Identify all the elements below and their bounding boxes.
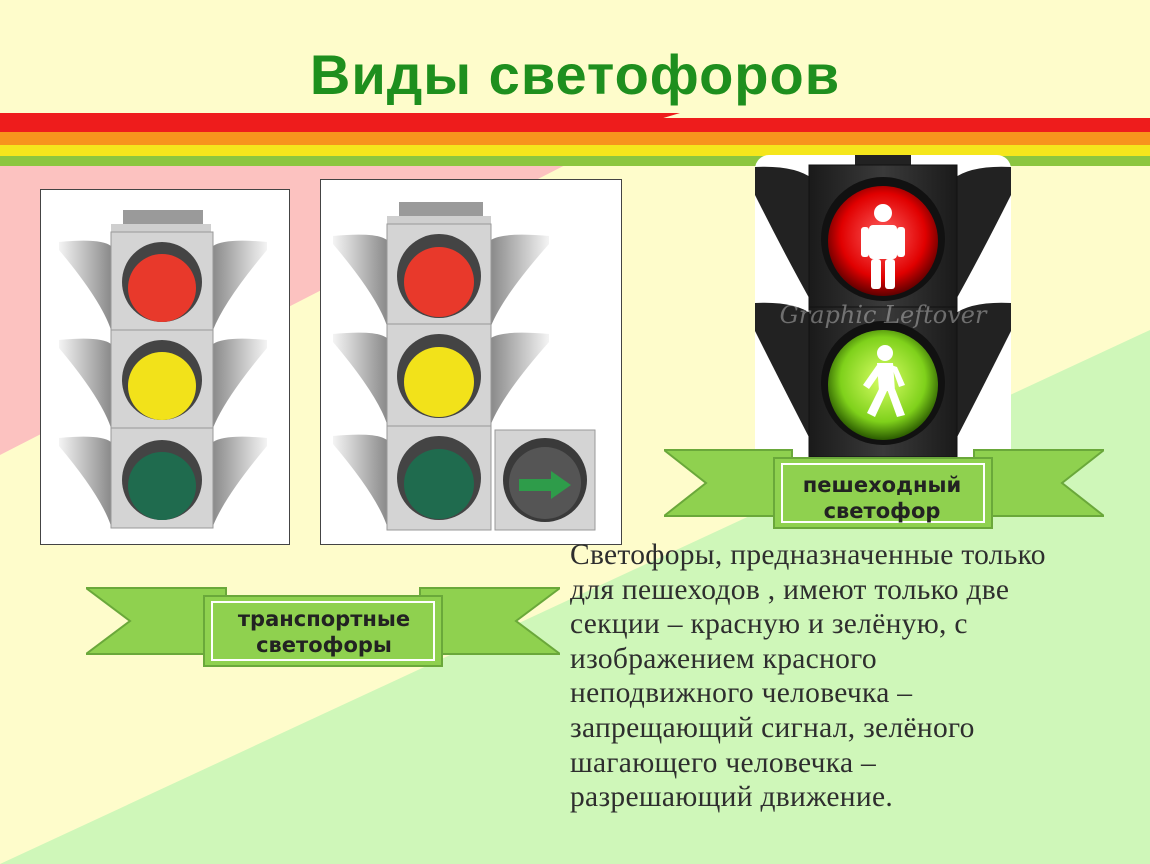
description-text: Светофоры, предназначенные только для пе… (570, 538, 1140, 815)
slide-title: Виды светофоров (309, 43, 841, 106)
transport-light-panel-1 (40, 189, 290, 545)
description-line: разрешающий движение. (570, 781, 894, 814)
pedestrian-light-picture: Graphic Leftover (755, 155, 1011, 470)
traffic-light-three-section-icon (59, 210, 267, 529)
transport-ribbon (86, 587, 560, 667)
pedestrian-ribbon (664, 449, 1104, 529)
standing-man-icon (861, 204, 905, 289)
description-line: шагающего человечка – (570, 746, 877, 779)
pedestrian-label: пешеходный светофор (802, 473, 962, 523)
pedestrian-traffic-light-icon: Graphic Leftover (755, 155, 1011, 465)
green-right-arrow-icon (519, 471, 571, 499)
description-line: Светофоры, предназначенные только (570, 539, 1046, 571)
description-line: для пешеходов , имеют только две (570, 573, 1010, 606)
description-line: секции – красную и зелёную, с (570, 608, 968, 641)
transport-label: транспортные светофоры (237, 607, 411, 657)
transport-light-panel-2 (320, 179, 622, 545)
description-line: изображением красного (570, 642, 877, 675)
walking-man-icon (863, 345, 905, 417)
description-line: запрещающий сигнал, зелёного (570, 711, 975, 744)
description-line: неподвижного человечка – (570, 677, 913, 710)
traffic-light-with-arrow-section-icon (333, 202, 596, 531)
watermark-text: Graphic Leftover (780, 301, 988, 329)
